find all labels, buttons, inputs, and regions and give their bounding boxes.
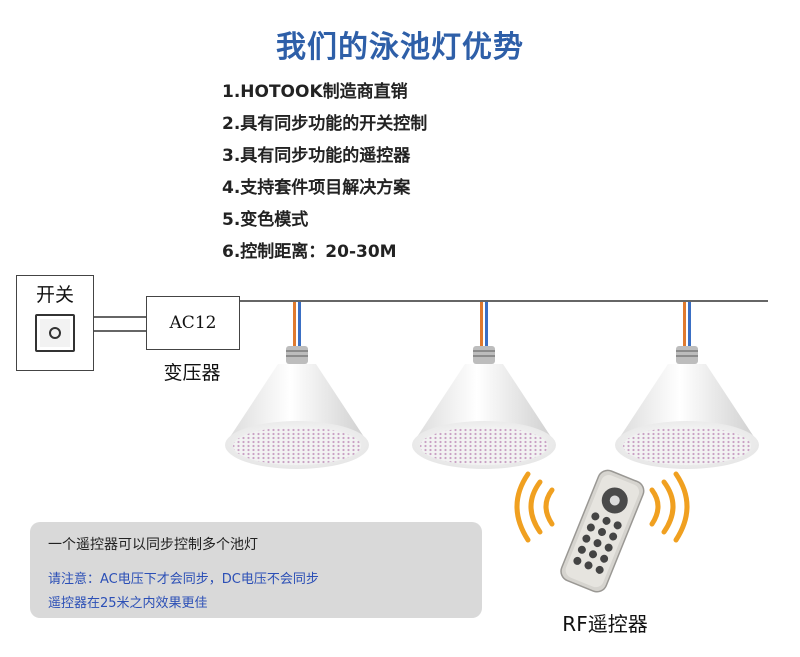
signal-waves-right-icon — [649, 471, 690, 543]
remote-label: RF遥控器 — [562, 612, 648, 636]
pool-lamp-1 — [225, 302, 369, 469]
note-panel: 一个遥控器可以同步控制多个池灯 请注意：AC电压下才会同步，DC电压不会同步 遥… — [30, 522, 482, 618]
wall-switch: 开关 — [16, 275, 94, 371]
feature-item: 2.具有同步功能的开关控制 — [222, 114, 428, 134]
feature-item: 6.控制距离：20-30M — [222, 242, 397, 262]
feature-item: 3.具有同步功能的遥控器 — [222, 146, 411, 166]
switch-indicator-icon — [49, 327, 61, 339]
feature-list: 1.HOTOOK制造商直销 2.具有同步功能的开关控制 3.具有同步功能的遥控器… — [222, 78, 427, 270]
pool-lamp-3 — [615, 302, 759, 469]
transformer-text: AC12 — [169, 313, 217, 333]
pool-lamp-2 — [412, 302, 556, 469]
note-warning-range: 遥控器在25米之内效果更佳 — [48, 596, 208, 611]
switch-wire-top — [92, 316, 146, 318]
switch-button — [35, 314, 75, 352]
feature-item: 4.支持套件项目解决方案 — [222, 178, 411, 198]
feature-item: 1.HOTOOK制造商直销 — [222, 82, 408, 102]
switch-wire-bottom — [92, 330, 146, 332]
transformer-box: AC12 — [146, 296, 240, 350]
feature-item: 5.变色模式 — [222, 210, 309, 230]
note-main-text: 一个遥控器可以同步控制多个池灯 — [48, 537, 258, 553]
rf-remote-control — [514, 469, 690, 593]
page-title: 我们的泳池灯优势 — [276, 30, 524, 65]
main-power-line — [238, 300, 768, 302]
signal-waves-left-icon — [514, 471, 555, 543]
transformer-label: 变压器 — [163, 362, 221, 384]
switch-label: 开关 — [35, 284, 74, 306]
note-warning-ac-dc: 请注意：AC电压下才会同步，DC电压不会同步 — [48, 572, 319, 587]
